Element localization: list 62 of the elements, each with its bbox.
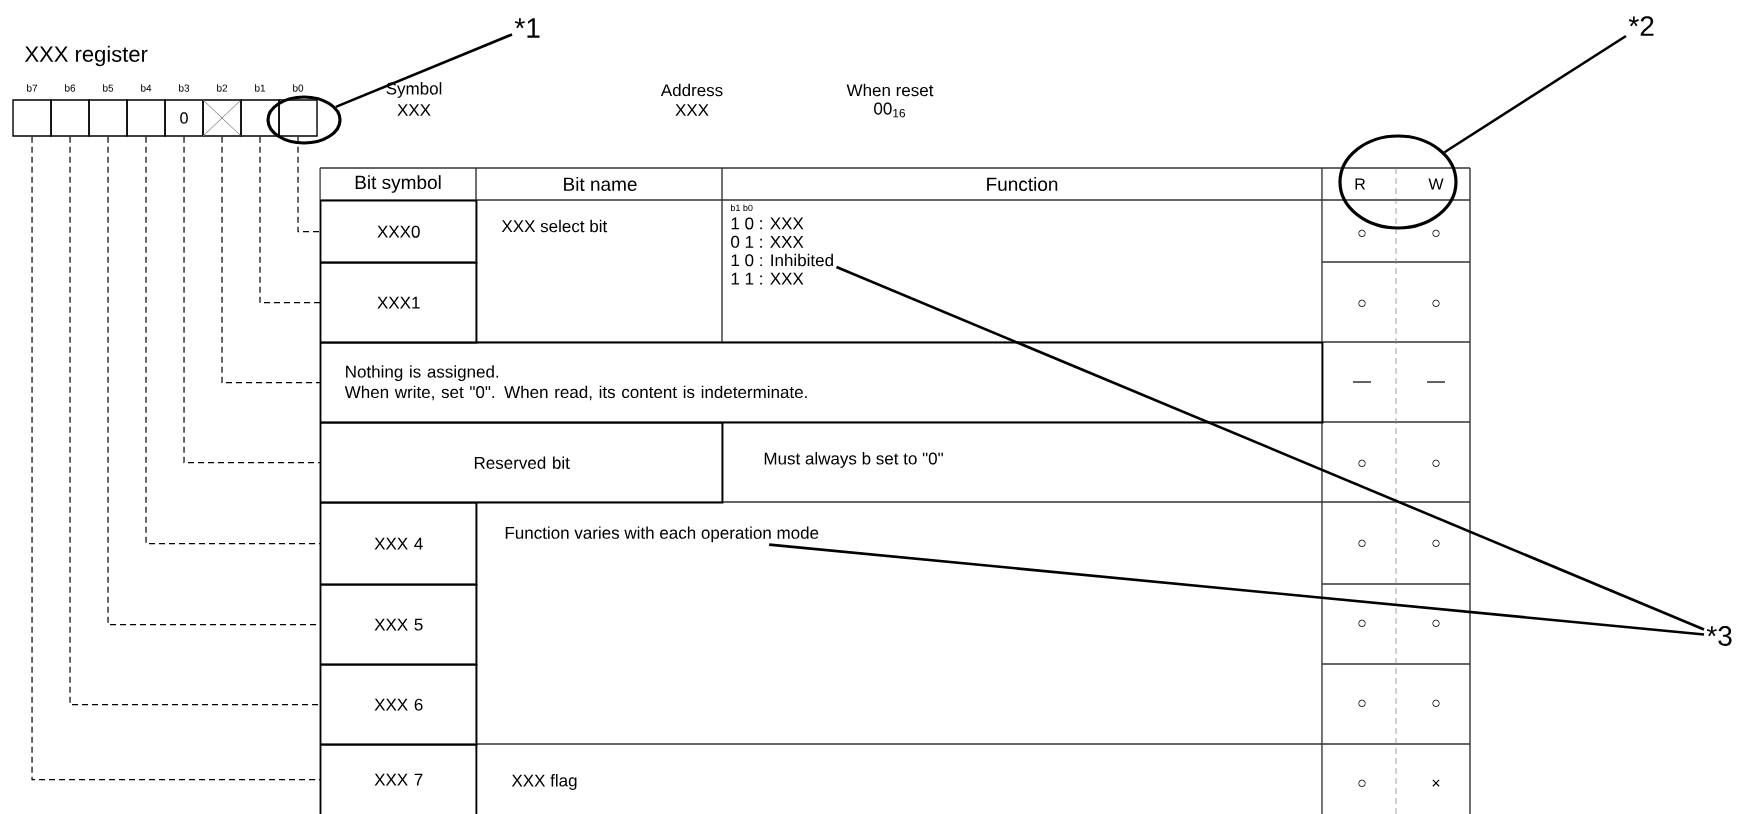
callout-number: *1 (514, 18, 540, 38)
register-bit-box: 0 (164, 99, 204, 137)
table-cell: XXX 4 (320, 502, 478, 586)
access-mark: ○ (1432, 459, 1440, 467)
register-bit-box (88, 99, 128, 137)
dotted-connector (145, 136, 321, 545)
table-cell: XXX1 (320, 262, 478, 344)
table-cell: XXX 6 (320, 663, 478, 746)
label: XXX flag (511, 774, 577, 790)
highlight-ellipse (266, 95, 342, 145)
table-cell: XXX 5 (320, 583, 478, 666)
access-mark: ○ (1358, 699, 1366, 707)
register-info: XXX (397, 104, 431, 116)
access-mark: ○ (1432, 619, 1440, 627)
dotted-connector (69, 136, 321, 706)
register-bit-box (201, 98, 243, 138)
table-header: W (1428, 178, 1444, 190)
access-mark: ○ (1358, 539, 1366, 547)
dotted-connector (221, 136, 321, 384)
dotted-connector (183, 136, 321, 464)
callout-number: *3 (1706, 626, 1732, 646)
register-info: Address (660, 83, 723, 97)
table-cell: Reserved bit (320, 422, 724, 504)
register-info: XXX (675, 104, 709, 116)
register-info: When reset (846, 83, 934, 97)
table-cell: Nothing is assigned. When write, set "0". When read, its content is indeterminate. (320, 342, 1324, 424)
leader-line (1443, 34, 1627, 154)
register-bit-box (50, 99, 90, 137)
label: XXX select bit (501, 219, 608, 233)
table-header: Bit name (564, 177, 637, 191)
access-mark: — (1427, 381, 1445, 383)
callout-number: *2 (1628, 16, 1654, 36)
register-title: XXX register (24, 45, 148, 67)
access-mark: × (1432, 779, 1440, 787)
table-header: Function (987, 177, 1058, 191)
access-mark: ○ (1358, 459, 1366, 467)
dotted-connector (297, 136, 321, 233)
highlight-ellipse (1338, 134, 1458, 230)
function-text: Function varies with each operation mode (505, 526, 819, 543)
access-mark: ○ (1432, 699, 1440, 707)
dotted-connector (107, 136, 321, 626)
dotted-connector (31, 136, 321, 781)
label: Must always b set to "0" (764, 452, 943, 468)
leader-line (769, 543, 1705, 636)
access-mark: ○ (1358, 619, 1366, 627)
register-bit-box (126, 99, 166, 137)
access-mark: ○ (1358, 299, 1366, 307)
table-cell: XXX 7 (320, 743, 478, 814)
dotted-connector (259, 136, 321, 304)
table-header: Bit symbol (355, 175, 441, 193)
leader-line (835, 265, 1705, 631)
register-info: Symbol (386, 82, 442, 98)
table-cell: XXX0 (320, 200, 478, 264)
access-mark: — (1353, 381, 1371, 383)
register-bit-box (12, 99, 52, 137)
access-mark: ○ (1432, 539, 1440, 547)
register-bit-box (240, 99, 280, 137)
access-mark: ○ (1432, 299, 1440, 307)
table-header: R (1355, 178, 1366, 190)
register-info: 00$_{16}$ (874, 102, 906, 118)
leader-line (335, 33, 513, 109)
access-mark: ○ (1358, 779, 1366, 787)
